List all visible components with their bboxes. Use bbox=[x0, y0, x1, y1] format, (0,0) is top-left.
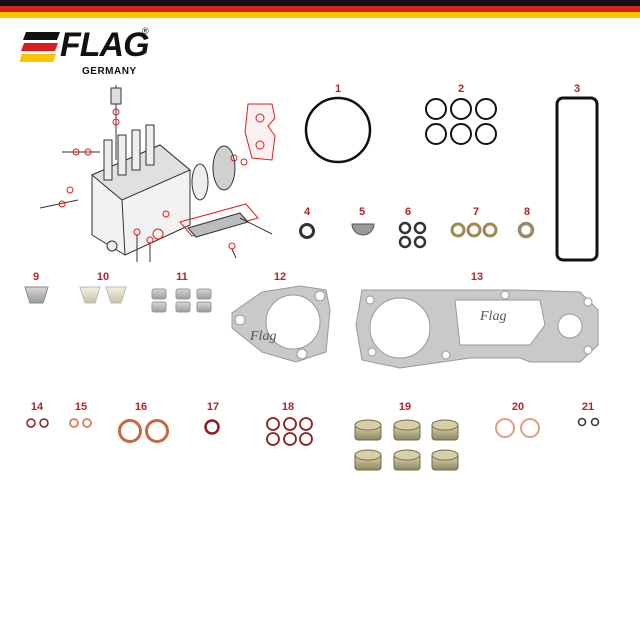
part-number-9: 9 bbox=[33, 271, 39, 283]
flag-stripe-black bbox=[0, 0, 640, 6]
part-16-copper-rings bbox=[118, 419, 169, 443]
part-20-copper-rings bbox=[495, 418, 540, 438]
part-number-5: 5 bbox=[359, 206, 365, 218]
part-number-16: 16 bbox=[135, 401, 147, 413]
flag-germany-logo: FLAG ® GERMANY bbox=[20, 26, 160, 80]
part-number-4: 4 bbox=[304, 206, 311, 218]
part-21-rings bbox=[577, 417, 600, 427]
part-6-seals bbox=[398, 221, 427, 249]
flag-stripe-red bbox=[0, 6, 640, 12]
part-number-17: 17 bbox=[207, 401, 219, 413]
part-10-bushings bbox=[79, 286, 127, 304]
german-flag-bar bbox=[0, 0, 640, 18]
part-11-bushings bbox=[151, 288, 212, 313]
part-17-copper-ring bbox=[204, 419, 220, 435]
gasket-13-text: Flag bbox=[479, 309, 506, 324]
part-number-11: 11 bbox=[176, 271, 188, 283]
part-4-seal-ring bbox=[299, 223, 315, 239]
flag-stripe-gold bbox=[0, 12, 640, 18]
part-number-3: 3 bbox=[574, 83, 580, 95]
part-number-21: 21 bbox=[582, 401, 594, 413]
part-number-10: 10 bbox=[97, 271, 109, 283]
part-number-labels: 1 2 3 4 5 6 7 8 9 10 11 12 13 14 15 16 1… bbox=[31, 83, 594, 413]
part-18-rings bbox=[266, 417, 313, 446]
part-1-oring-large bbox=[304, 96, 372, 164]
part-number-19: 19 bbox=[399, 401, 411, 413]
part-3-cover-gasket bbox=[555, 96, 599, 262]
part-13-housing-gasket: Flag bbox=[355, 289, 599, 369]
part-9-bushing bbox=[24, 286, 49, 304]
part-number-18: 18 bbox=[282, 401, 294, 413]
part-2-orings bbox=[425, 98, 497, 145]
part-number-14: 14 bbox=[31, 401, 44, 413]
part-14-copper-rings bbox=[26, 418, 49, 428]
part-number-15: 15 bbox=[75, 401, 87, 413]
part-number-2: 2 bbox=[458, 83, 464, 95]
part-number-1: 1 bbox=[335, 83, 341, 95]
logo-word: FLAG bbox=[60, 26, 150, 64]
part-7-washers bbox=[450, 222, 498, 238]
part-number-6: 6 bbox=[405, 206, 411, 218]
part-5-woodruff-key bbox=[351, 223, 375, 236]
part-12-flange-gasket: Flag bbox=[231, 285, 331, 363]
logo-stripes-icon bbox=[20, 32, 60, 62]
part-number-8: 8 bbox=[524, 206, 530, 218]
part-number-20: 20 bbox=[512, 401, 524, 413]
injection-pump-exploded-drawing bbox=[39, 85, 276, 262]
part-19-cups bbox=[354, 419, 459, 471]
gasket-12-text: Flag bbox=[249, 329, 276, 344]
logo-country: GERMANY bbox=[82, 66, 137, 77]
logo-registered: ® bbox=[142, 26, 149, 36]
part-number-13: 13 bbox=[471, 271, 483, 283]
part-number-7: 7 bbox=[473, 206, 479, 218]
part-number-12: 12 bbox=[274, 271, 286, 283]
part-15-copper-rings bbox=[69, 418, 92, 428]
part-8-bearing-ring bbox=[517, 221, 535, 239]
